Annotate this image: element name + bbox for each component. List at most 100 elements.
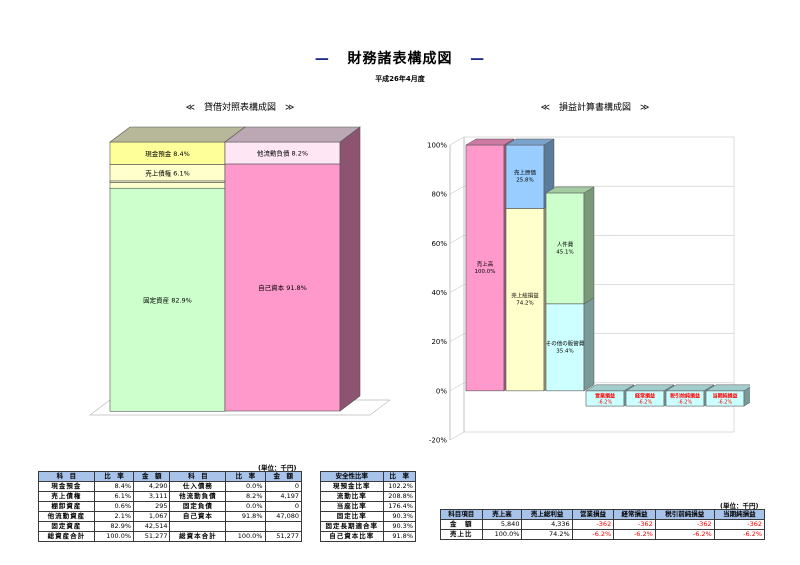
bs-side-face: [339, 126, 361, 412]
bs-segment-label: 自己資本 91.8%: [258, 283, 307, 292]
bs-table-cell: 4,290: [133, 481, 171, 492]
bs-table-cell: [169, 521, 227, 532]
bs-segment-label: 他流動負債 8.2%: [257, 149, 308, 158]
pl-bar-segment: [545, 303, 585, 392]
bs-unit-label: (単位：千円): [258, 464, 297, 472]
pl-ytick-label: 60%: [431, 240, 447, 248]
pl-segment-value: -6.2%: [718, 399, 733, 405]
bs-top-face: [224, 126, 361, 143]
pl-table-cell: 売上比: [440, 529, 483, 540]
pl-ytick-label: 20%: [431, 338, 447, 346]
pl-segment-label: 売上総損益: [511, 292, 539, 300]
bs-top-face: [109, 126, 246, 143]
pl-bar-top: [465, 138, 515, 146]
pl-table-cell: -6.2%: [654, 529, 715, 540]
pl-table-cell: 5,840: [481, 519, 523, 530]
pl-table-header: 経常損益: [613, 509, 656, 520]
bs-table-header: 金 額: [264, 471, 302, 482]
pl-table-header: 税引前純損益: [654, 509, 715, 520]
pl-table-header: 科目項目: [440, 509, 483, 520]
bs-segment-label: 売上債権 6.1%: [145, 168, 190, 177]
bs-table-cell: 0.6%: [93, 501, 135, 512]
pl-bar-top: [665, 384, 715, 392]
pl-grid-diag: [449, 431, 465, 441]
safety-table-cell: 当座比率: [320, 501, 384, 512]
pl-bar-side: [743, 386, 750, 407]
bs-table-cell: 0: [264, 501, 302, 512]
safety-table-cell: 102.2%: [382, 481, 417, 492]
bs-table-header: 比 率: [93, 471, 135, 482]
bs-table-cell: 82.9%: [93, 521, 135, 532]
pl-bar-top: [625, 384, 675, 392]
pl-table-cell: 100.0%: [481, 529, 523, 540]
pl-table-header: 当期純損益: [713, 509, 766, 520]
pl-segment-value: -6.2%: [638, 399, 653, 405]
bs-segment-label: 固定資産 82.9%: [143, 295, 192, 304]
pl-segment-label: 当期純損益: [712, 392, 737, 399]
pl-ytick-label: 40%: [431, 289, 447, 297]
pl-segment-label: その他の販管費: [546, 339, 585, 347]
bs-table-cell: 100.0%: [225, 531, 266, 542]
bs-table-cell: 91.8%: [225, 511, 266, 522]
pl-segment-label: 税引前純損益: [669, 392, 700, 399]
bs-floor: [88, 399, 390, 416]
safety-table-header: 安全性比率: [320, 471, 384, 482]
pl-table-cell: -362: [571, 519, 615, 530]
bs-table-cell: 0.0%: [225, 481, 266, 492]
bs-table-cell: 51,277: [264, 531, 302, 542]
pl-table-cell: -362: [654, 519, 715, 530]
pl-segment-label: 営業損益: [595, 392, 615, 399]
bs-table-cell: 総資本合計: [169, 531, 227, 542]
pl-grid-diag: [449, 284, 465, 293]
title-text: 財務諸表構成図: [347, 51, 453, 67]
bs-table-cell: 2.1%: [93, 511, 135, 522]
safety-table-cell: 固定長期適合率: [320, 521, 384, 532]
pl-segment-label: 経常損益: [635, 392, 655, 399]
bs-table-cell: 1,067: [133, 511, 171, 522]
bs-table-cell: 47,080: [264, 511, 302, 522]
safety-table-cell: 現預金比率: [320, 481, 384, 492]
pl-segment-label: 人件費: [557, 240, 574, 248]
pl-table-header: 営業損益: [571, 509, 615, 520]
bs-table-cell: 4,197: [264, 491, 302, 502]
pl-segment-label: 売上高: [477, 260, 494, 268]
pl-ytick-label: 100%: [427, 142, 447, 150]
bs-table-cell: 他流動負債: [169, 491, 227, 502]
pl-unit-label: (単位：千円): [720, 502, 759, 510]
pl-segment-label: 売上原価: [514, 169, 537, 177]
pl-bar-top: [585, 384, 635, 392]
bs-segment: [224, 163, 341, 412]
bs-table-cell: 売上債権: [38, 491, 95, 502]
bs-table-cell: 固定資産: [38, 521, 95, 532]
safety-table-cell: 自己資本比率: [320, 531, 384, 542]
page-title: — 財務諸表構成図 —: [0, 48, 800, 68]
pl-ytick-label: -20%: [429, 437, 447, 445]
pl-bar-top: [705, 384, 750, 392]
pl-table-cell: -6.2%: [713, 529, 766, 540]
bs-section-title: ≪ 貸借対照表構成図 ≫: [185, 103, 295, 113]
bs-table-cell: 0.0%: [225, 501, 266, 512]
safety-table-cell: 固定比率: [320, 511, 384, 522]
pl-table-cell: 4,336: [521, 519, 573, 530]
safety-table-cell: 91.8%: [382, 531, 417, 542]
bs-segment: [109, 182, 226, 189]
bs-table-cell: 42,514: [133, 521, 171, 532]
bs-table-cell: 棚卸資産: [38, 501, 95, 512]
page-subtitle: 平成26年4月度: [375, 75, 425, 83]
bs-table-cell: 現金預金: [38, 481, 95, 492]
pl-chart: 100%80%60%40%20%0%-20% 売上高100.0%売上総損益74.…: [427, 136, 750, 445]
bs-table-cell: 仕入債務: [169, 481, 227, 492]
safety-table-cell: 90.3%: [382, 511, 417, 522]
pl-bar-segment: [545, 192, 585, 305]
bs-chart: 現金預金 8.4%売上債権 6.1%固定資産 82.9%他流動負債 8.2%自己…: [88, 126, 390, 416]
